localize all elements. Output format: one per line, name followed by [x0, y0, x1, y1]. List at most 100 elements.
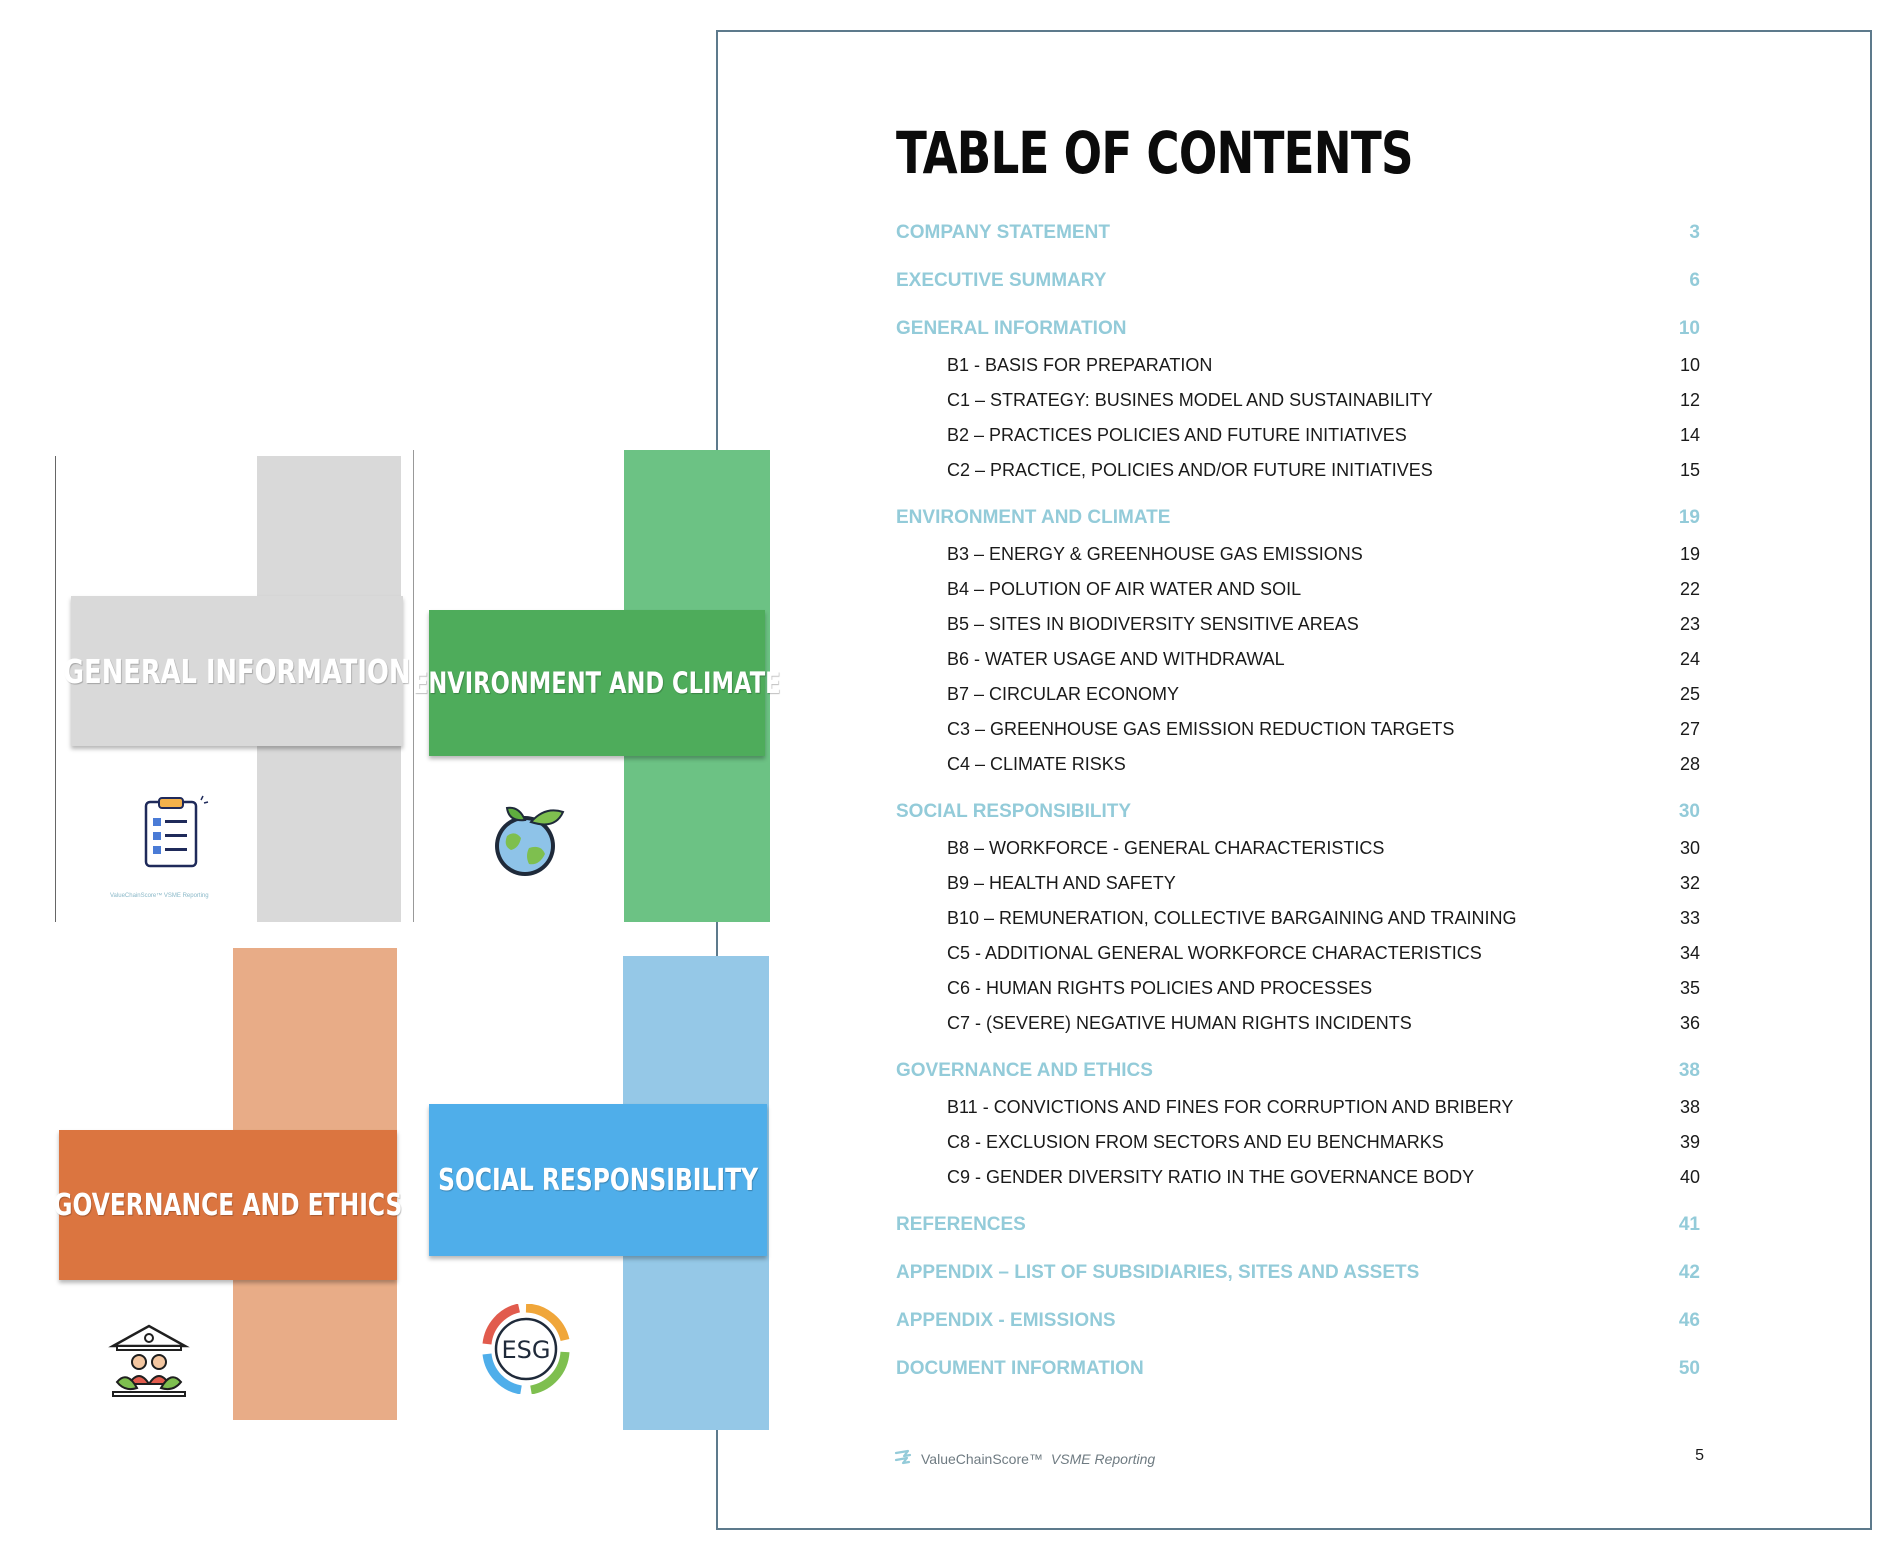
toc-entry-page-number: 38: [1678, 1060, 1700, 1081]
toc-entry-page-number: 32: [1679, 873, 1700, 893]
toc-entry-page-number: 24: [1679, 649, 1700, 669]
tile-environment-climate: ENVIRONMENT AND CLIMATE: [413, 450, 781, 922]
toc-entry-page-number: 27: [1679, 719, 1700, 739]
toc-subsection-entry[interactable]: B1 - BASIS FOR PREPARATION 10: [0, 350, 1898, 380]
tile-page-edge: [413, 450, 414, 922]
toc-subsection-entry[interactable]: C3 – GREENHOUSE GAS EMISSION REDUCTION T…: [0, 714, 1898, 744]
toc-entry-page-number: 28: [1679, 754, 1700, 774]
toc-entry-page-number: 19: [1678, 507, 1700, 528]
toc-entry-label: GOVERNANCE AND ETHICS: [896, 1060, 1153, 1081]
tile-page-edge: [55, 456, 56, 922]
toc-subsection-entry[interactable]: B3 – ENERGY & GREENHOUSE GAS EMISSIONS 19: [0, 539, 1898, 569]
toc-page: [716, 30, 1872, 1530]
toc-entry-label: B5 – SITES IN BIODIVERSITY SENSITIVE ARE…: [947, 614, 1359, 634]
toc-subsection-entry[interactable]: B6 - WATER USAGE AND WITHDRAWAL 24: [0, 644, 1898, 674]
toc-entry-label: C6 - HUMAN RIGHTS POLICIES AND PROCESSES: [947, 978, 1373, 998]
toc-entry-label: C7 - (SEVERE) NEGATIVE HUMAN RIGHTS INCI…: [947, 1013, 1412, 1033]
toc-entry-label: COMPANY STATEMENT: [896, 222, 1110, 243]
page-title: TABLE OF CONTENTS: [896, 119, 1414, 187]
toc-entry-label: EXECUTIVE SUMMARY: [896, 270, 1107, 291]
toc-entry-page-number: 3: [1689, 222, 1700, 243]
toc-entry-page-number: 50: [1678, 1358, 1700, 1379]
toc-subsection-entry[interactable]: C1 – STRATEGY: BUSINES MODEL AND SUSTAIN…: [0, 385, 1898, 415]
toc-entry-page-number: 42: [1678, 1262, 1700, 1283]
toc-subsection-entry[interactable]: B10 – REMUNERATION, COLLECTIVE BARGAININ…: [0, 903, 1898, 933]
toc-entry-page-number: 39: [1679, 1132, 1700, 1152]
toc-entry-label: ENVIRONMENT AND CLIMATE: [896, 507, 1171, 528]
toc-entry-page-number: 34: [1679, 943, 1700, 963]
toc-subsection-entry[interactable]: B8 – WORKFORCE - GENERAL CHARACTERISTICS…: [0, 833, 1898, 863]
toc-entry-label: C3 – GREENHOUSE GAS EMISSION REDUCTION T…: [947, 719, 1455, 739]
toc-entry-page-number: 25: [1679, 684, 1700, 704]
toc-subsection-entry[interactable]: B11 - CONVICTIONS AND FINES FOR CORRUPTI…: [0, 1092, 1898, 1122]
toc-entry-label: APPENDIX – LIST OF SUBSIDIARIES, SITES A…: [896, 1262, 1420, 1283]
toc-subsection-entry[interactable]: C9 - GENDER DIVERSITY RATIO IN THE GOVER…: [0, 1162, 1898, 1192]
toc-entry-page-number: 30: [1678, 801, 1700, 822]
tile-footer-text: ValueChainScore™ VSME Reporting: [110, 893, 209, 899]
valuechainscore-logo-icon: [894, 1449, 912, 1465]
toc-subsection-entry[interactable]: C8 - EXCLUSION FROM SECTORS AND EU BENCH…: [0, 1127, 1898, 1157]
esg-cycle-icon: ESG: [482, 1304, 570, 1394]
tile-title: GENERAL INFORMATION: [63, 651, 411, 691]
toc-subsection-entry[interactable]: C6 - HUMAN RIGHTS POLICIES AND PROCESSES…: [0, 973, 1898, 1003]
toc-subsection-entry[interactable]: B9 – HEALTH AND SAFETY 32: [0, 868, 1898, 898]
toc-entry-page-number: 10: [1678, 318, 1700, 339]
toc-entry-label: C1 – STRATEGY: BUSINES MODEL AND SUSTAIN…: [947, 390, 1433, 410]
tile-banner: GENERAL INFORMATION: [63, 596, 411, 746]
toc-subsection-entry[interactable]: B5 – SITES IN BIODIVERSITY SENSITIVE ARE…: [0, 609, 1898, 639]
toc-section-entry[interactable]: APPENDIX – LIST OF SUBSIDIARIES, SITES A…: [0, 1258, 1898, 1288]
toc-entry-label: B2 – PRACTICES POLICIES AND FUTURE INITI…: [947, 425, 1407, 445]
toc-subsection-entry[interactable]: C5 - ADDITIONAL GENERAL WORKFORCE CHARAC…: [0, 938, 1898, 968]
toc-entry-label: C2 – PRACTICE, POLICIES AND/OR FUTURE IN…: [947, 460, 1433, 480]
toc-entry-label: B8 – WORKFORCE - GENERAL CHARACTERISTICS: [947, 838, 1385, 858]
globe-plant-icon: [495, 806, 565, 876]
toc-entry-label: C4 – CLIMATE RISKS: [947, 754, 1126, 774]
toc-section-entry[interactable]: ENVIRONMENT AND CLIMATE 19: [0, 503, 1898, 533]
toc-entry-page-number: 14: [1679, 425, 1700, 445]
toc-entry-label: B7 – CIRCULAR ECONOMY: [947, 684, 1180, 704]
toc-entry-label: B1 - BASIS FOR PREPARATION: [947, 355, 1213, 375]
toc-entry-page-number: 15: [1679, 460, 1700, 480]
tile-governance-ethics: GOVERNANCE AND ETHICS: [53, 948, 403, 1420]
tile-banner: GOVERNANCE AND ETHICS: [53, 1130, 403, 1280]
footer-page-number: 5: [1695, 1447, 1704, 1464]
svg-text:ESG: ESG: [502, 1336, 551, 1364]
toc-entry-label: B3 – ENERGY & GREENHOUSE GAS EMISSIONS: [947, 544, 1363, 564]
toc-entry-label: B10 – REMUNERATION, COLLECTIVE BARGAININ…: [947, 908, 1517, 928]
tile-social-responsibility: SOCIAL RESPONSIBILITY ESG: [429, 956, 769, 1430]
tile-general-information: GENERAL INFORMATION ValueChainScore™ VSM…: [55, 456, 411, 922]
toc-section-entry[interactable]: GENERAL INFORMATION 10: [0, 314, 1898, 344]
toc-entry-label: B6 - WATER USAGE AND WITHDRAWAL: [947, 649, 1285, 669]
toc-subsection-entry[interactable]: C7 - (SEVERE) NEGATIVE HUMAN RIGHTS INCI…: [0, 1008, 1898, 1038]
toc-entry-label: GENERAL INFORMATION: [896, 318, 1127, 339]
toc-entry-label: REFERENCES: [896, 1214, 1026, 1235]
toc-entry-page-number: 46: [1678, 1310, 1700, 1331]
toc-subsection-entry[interactable]: B7 – CIRCULAR ECONOMY 25: [0, 679, 1898, 709]
footer-logo: ValueChainScore™ VSME Reporting: [893, 1444, 1155, 1474]
toc-entry-page-number: 35: [1679, 978, 1700, 998]
toc-subsection-entry[interactable]: C2 – PRACTICE, POLICIES AND/OR FUTURE IN…: [0, 455, 1898, 485]
toc-entry-page-number: 19: [1679, 544, 1700, 564]
toc-section-entry[interactable]: GOVERNANCE AND ETHICS 38: [0, 1056, 1898, 1086]
tile-banner: SOCIAL RESPONSIBILITY: [429, 1104, 767, 1256]
toc-entry-page-number: 12: [1679, 390, 1700, 410]
tile-title: ENVIRONMENT AND CLIMATE: [413, 666, 781, 700]
toc-entry-page-number: 10: [1679, 355, 1700, 375]
toc-entry-label: B11 - CONVICTIONS AND FINES FOR CORRUPTI…: [947, 1097, 1514, 1117]
toc-entry-label: C9 - GENDER DIVERSITY RATIO IN THE GOVER…: [947, 1167, 1475, 1187]
footer-subtitle: VSME Reporting: [1050, 1451, 1156, 1467]
tile-banner: ENVIRONMENT AND CLIMATE: [413, 610, 781, 756]
toc-entry-page-number: 23: [1679, 614, 1700, 634]
toc-entry-page-number: 38: [1679, 1097, 1700, 1117]
toc-subsection-entry[interactable]: B2 – PRACTICES POLICIES AND FUTURE INITI…: [0, 420, 1898, 450]
toc-subsection-entry[interactable]: C4 – CLIMATE RISKS 28: [0, 749, 1898, 779]
toc-entry-label: B4 – POLUTION OF AIR WATER AND SOIL: [947, 579, 1302, 599]
toc-entry-label: B9 – HEALTH AND SAFETY: [947, 873, 1176, 893]
toc-section-entry[interactable]: COMPANY STATEMENT 3: [0, 218, 1898, 248]
